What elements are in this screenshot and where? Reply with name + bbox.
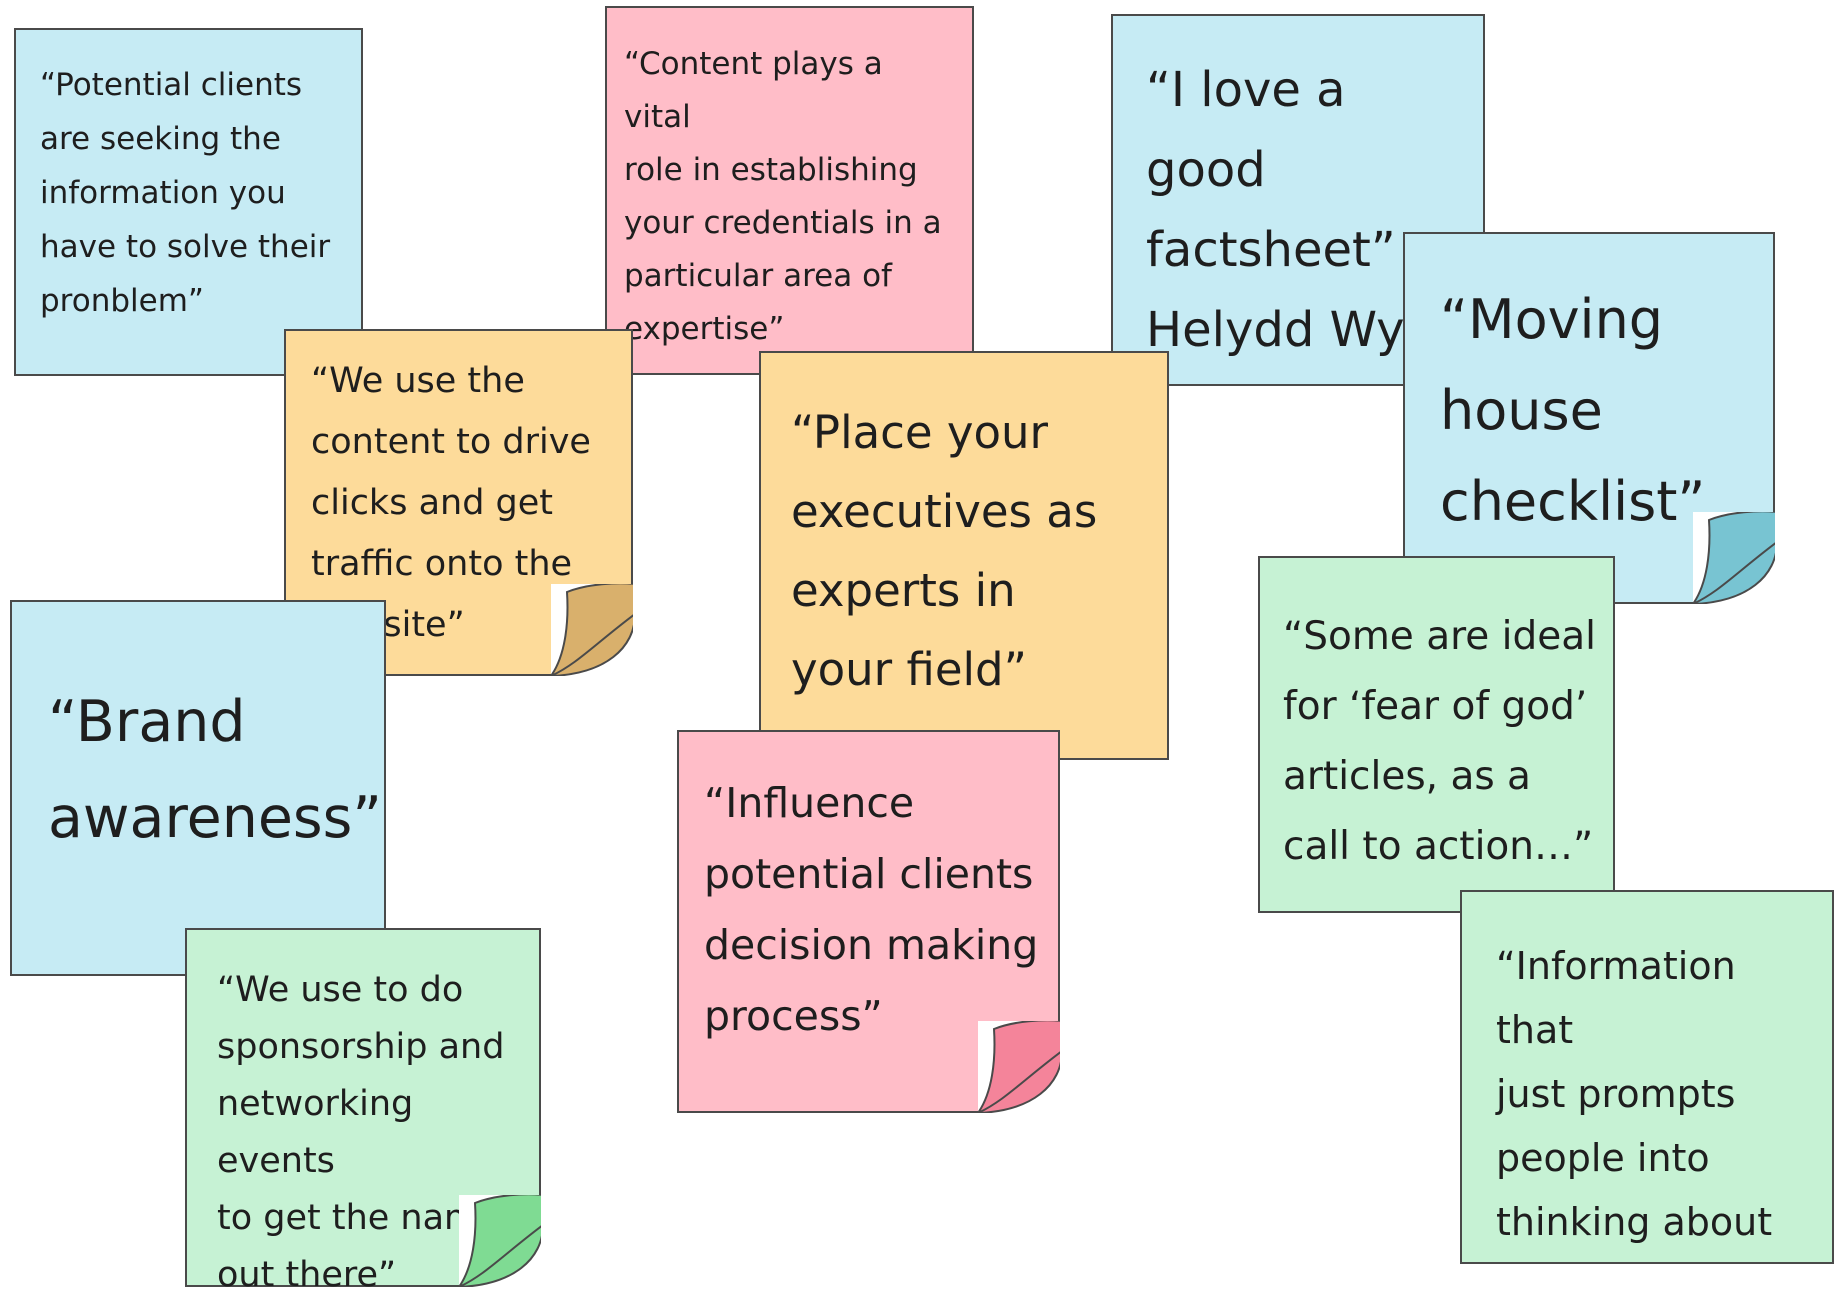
note-text: “Moving house checklist” xyxy=(1440,288,1706,533)
page-curl-icon xyxy=(551,584,633,676)
sticky-note-fear-of-god[interactable]: “Some are ideal for ‘fear of god’ articl… xyxy=(1258,556,1615,913)
sticky-note-content-credentials[interactable]: “Content plays a vital role in establish… xyxy=(605,6,974,375)
page-curl-icon xyxy=(459,1195,541,1287)
note-text: “Influence potential clients decision ma… xyxy=(704,779,1039,1040)
note-text: “Place your executives as experts in you… xyxy=(791,406,1098,696)
note-text: “Some are ideal for ‘fear of god’ articl… xyxy=(1283,614,1596,869)
note-text: “Brand awareness” xyxy=(48,689,382,851)
sticky-note-executives-experts[interactable]: “Place your executives as experts in you… xyxy=(759,351,1169,760)
page-curl-icon xyxy=(978,1021,1060,1113)
sticky-note-potential-clients[interactable]: “Potential clients are seeking the infor… xyxy=(14,28,363,376)
note-text: “Potential clients are seeking the infor… xyxy=(40,67,331,319)
sticky-note-estate-planning[interactable]: “Information that just prompts people in… xyxy=(1460,890,1834,1264)
sticky-note-influence-decision[interactable]: “Influence potential clients decision ma… xyxy=(677,730,1060,1113)
sticky-note-moving-house-checklist[interactable]: “Moving house checklist” xyxy=(1403,232,1775,604)
sticky-note-sponsorship-events[interactable]: “We use to do sponsorship and networking… xyxy=(185,928,541,1292)
note-text: “Content plays a vital role in establish… xyxy=(624,46,942,347)
note-text: “Information that just prompts people in… xyxy=(1496,944,1773,1244)
page-curl-icon xyxy=(1693,512,1775,604)
note-text: “We use the content to drive clicks and … xyxy=(311,361,591,645)
sticky-note-brand-awareness[interactable]: “Brand awareness” xyxy=(10,600,386,976)
note-text: “We use to do sponsorship and networking… xyxy=(217,970,505,1292)
